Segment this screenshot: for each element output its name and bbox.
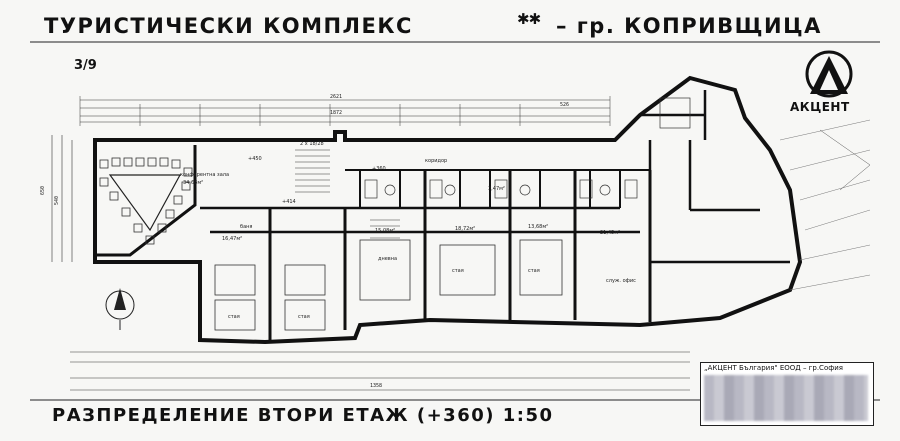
label-service-office: служ. офис <box>606 278 636 284</box>
label-room-b-area: 18,72м² <box>455 226 475 232</box>
company-name: „АКЦЕНТ България" ЕООД – гр.София <box>704 364 843 372</box>
label-level-c: +450 <box>248 156 262 162</box>
dimension-lines-left <box>51 135 73 262</box>
bathroom-fixtures <box>364 97 691 199</box>
label-level: +360 <box>372 166 386 172</box>
accent-logo-icon <box>805 50 853 98</box>
dim-left-a: 650 <box>40 186 46 195</box>
redacted-area <box>704 375 868 421</box>
terrain-hatching <box>779 119 871 291</box>
label-room-d-area: 13,68м² <box>528 224 548 230</box>
label-conference-area: 34,68м² <box>183 180 203 186</box>
label-room-e-area: 21,45м² <box>600 230 620 236</box>
dim-right-segment: 526 <box>560 102 569 108</box>
stairs <box>295 149 400 239</box>
label-dnevna: дневна <box>378 256 397 262</box>
label-conference: конферентна зала <box>180 172 229 178</box>
label-bath: баня <box>240 224 252 230</box>
sheet-number: 3/9 <box>74 58 97 73</box>
drawing-title-main: ТУРИСТИЧЕСКИ КОМПЛЕКС <box>44 14 413 38</box>
conference-table <box>99 157 193 245</box>
label-level-b: +414 <box>282 199 296 205</box>
dimension-lines-top <box>79 96 611 126</box>
location-title: – гр. КОПРИВЩИЦА <box>556 14 822 38</box>
walls <box>93 75 803 345</box>
label-staya-b: стая <box>298 314 310 320</box>
north-arrow-icon <box>105 288 135 330</box>
label-room-a-area: 16,47м² <box>222 236 242 242</box>
drawing-subtitle: РАЗПРЕДЕЛЕНИЕ ВТОРИ ЕТАЖ (+360) 1:50 <box>52 405 554 426</box>
star-rating-icon: ✱✱ <box>517 10 541 28</box>
label-room-c-area: 15,08м² <box>375 228 395 234</box>
beds <box>214 239 563 331</box>
label-staya-d: стая <box>528 268 540 274</box>
dim-inner: 1872 <box>330 110 342 116</box>
dim-left-b: 540 <box>54 196 60 205</box>
label-staya-c: стая <box>452 268 464 274</box>
label-corridor: коридор <box>425 158 447 164</box>
label-staya-a: стая <box>228 314 240 320</box>
frame-lines <box>30 41 880 401</box>
label-bath-area: 3,47м² <box>488 186 505 192</box>
title-text: ТУРИСТИЧЕСКИ КОМПЛЕКС <box>44 14 413 38</box>
dim-overall: 2621 <box>330 94 342 100</box>
logo-name: АКЦЕНТ <box>790 100 850 114</box>
label-stair: 2 х 18/28 <box>300 141 324 147</box>
dimension-lines-bottom <box>70 351 690 391</box>
dim-bottom-total: 1358 <box>370 383 382 389</box>
